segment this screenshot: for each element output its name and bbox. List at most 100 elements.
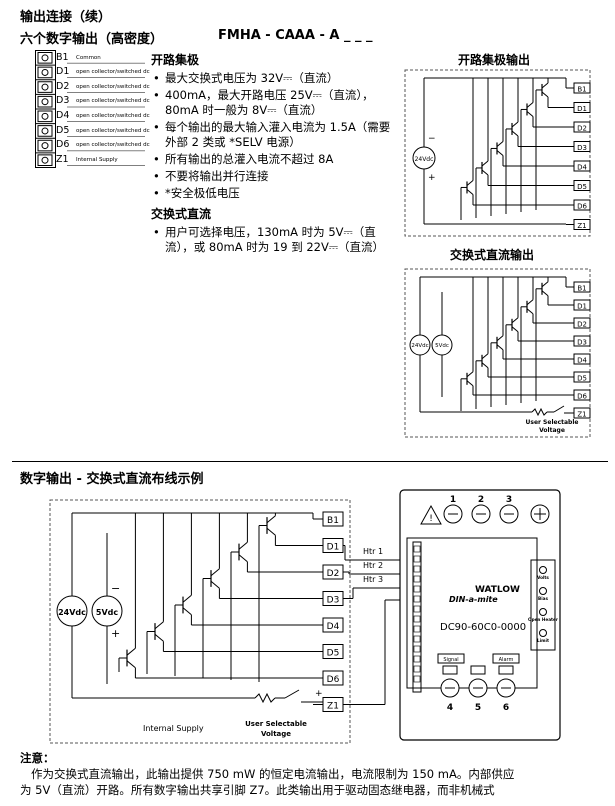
- terminal-desc: open collector/switched dc: [76, 98, 150, 105]
- page-title: 输出连接（续）: [20, 10, 112, 25]
- device-pin: [413, 625, 421, 633]
- switched-diagram-title: 交换式直流输出: [450, 248, 535, 262]
- sw-supply1-label: 24Vdc: [411, 343, 428, 349]
- device-label-box: [470, 665, 486, 675]
- terminal-box: [573, 407, 591, 419]
- device-model: DC90-60C0-0000: [440, 622, 526, 633]
- led-icon: [539, 587, 547, 595]
- sw-user-label2: Voltage: [539, 427, 565, 434]
- open-collector-section: 开路集极 最大交换式电压为 32V⎓（直流） 400mA，最大开路电压 25V⎓…: [151, 51, 391, 257]
- terminal-label: B1: [327, 516, 339, 526]
- terminal-label: D5: [577, 375, 587, 383]
- model-code: FMHA - CAAA - A _ _ _: [218, 28, 373, 43]
- led-label: Open Heater: [528, 617, 559, 622]
- terminal-desc: open collector/switched dc: [76, 142, 150, 149]
- terminal-screw: [37, 139, 53, 152]
- terminal-label: Z1: [56, 153, 69, 165]
- terminal-label: B1: [56, 51, 69, 63]
- terminal-screw: [37, 125, 53, 137]
- we-minus: −: [111, 582, 120, 595]
- device-pin: [413, 615, 421, 623]
- terminal-screw: [37, 81, 53, 93]
- wiring-example-title: 数字输出 - 交换式直流布线示例: [20, 472, 204, 487]
- terminal-label: Z1: [327, 702, 339, 712]
- open-collector-diagram-title: 开路集极输出: [458, 53, 531, 67]
- terminal-label: D6: [327, 675, 340, 685]
- terminal-desc: Common: [76, 54, 101, 61]
- device-pin: [413, 655, 421, 663]
- terminal-label: B1: [577, 86, 586, 94]
- terminal-screw-icon: [41, 112, 49, 120]
- device-label-box: [498, 665, 514, 675]
- oc-minus: −: [428, 134, 436, 144]
- terminal-label: D2: [327, 569, 340, 579]
- device-pin: [413, 595, 421, 603]
- switched-dc-bullets: 用户可选择电压，130mA 时为 5V⎓（直流），或 80mA 时为 19 到 …: [151, 225, 391, 255]
- heater-label: Htr 1: [363, 547, 383, 556]
- terminal-desc: open collector/switched dc: [76, 113, 150, 119]
- terminal-label: D3: [577, 144, 587, 152]
- terminal-screw: [37, 95, 53, 108]
- terminal-desc: Internal Supply: [76, 156, 118, 163]
- device-pin: [413, 675, 421, 683]
- terminal-label: D3: [327, 596, 340, 606]
- switched-dc-heading: 交换式直流: [151, 207, 212, 221]
- terminal-screw-icon: [41, 142, 49, 150]
- we-user-label2: Voltage: [261, 730, 291, 738]
- plus-sign: +: [315, 689, 323, 699]
- terminal-label: D4: [327, 622, 340, 632]
- terminal-label: D6: [577, 393, 587, 401]
- terminal-desc: open collector/switched dc: [76, 127, 150, 134]
- sw-user-label1: User Selectable: [526, 419, 579, 426]
- led-label: Bias: [538, 596, 548, 601]
- terminal-label: D2: [577, 125, 587, 133]
- terminal-label: D6: [56, 139, 70, 151]
- terminal-box: [573, 299, 591, 311]
- terminal-screw-icon: [41, 127, 49, 135]
- terminal-label: D5: [327, 649, 340, 659]
- oc-bullet: 每个输出的最大输入灌入电流为 1.5A（需要外部 2 类或 *SELV 电源）: [151, 120, 391, 150]
- terminal-label: D2: [577, 321, 587, 329]
- device-pin: [413, 575, 421, 583]
- section-divider: [12, 461, 608, 462]
- terminal-box: [573, 317, 591, 329]
- terminal-screw: [37, 66, 53, 79]
- oc-plus: +: [428, 173, 436, 183]
- device-pin: [413, 605, 421, 613]
- device-signal: Signal: [443, 657, 458, 663]
- terminal-box: [573, 102, 591, 113]
- terminal-box: [573, 141, 591, 152]
- led-icon: [539, 566, 547, 574]
- terminal-screw-icon: [41, 98, 49, 106]
- note-line-1: 作为交换式直流输出，此输出提供 750 mW 的恒定电流输出，电流限制为 150…: [31, 767, 515, 781]
- device-terminal-number: 4: [447, 703, 453, 713]
- terminal-box: [573, 121, 591, 133]
- svg-text:!: !: [429, 514, 433, 524]
- device-terminal-number: 1: [450, 495, 456, 505]
- terminal-label: D3: [56, 95, 70, 107]
- open-collector-heading: 开路集极: [151, 53, 200, 67]
- led-label: Limit: [537, 638, 549, 643]
- terminal-screw-icon: [41, 156, 49, 164]
- terminal-label: D4: [577, 357, 587, 365]
- device-terminal-number: 5: [475, 703, 481, 713]
- heater-label: Htr 3: [363, 575, 383, 584]
- terminal-box: [573, 335, 591, 347]
- device-pin: [413, 585, 421, 593]
- terminal-box: [573, 389, 591, 401]
- terminal-screw: [37, 52, 53, 64]
- terminal-box: [573, 371, 591, 383]
- device-terminal-number: 6: [503, 703, 509, 713]
- we-internal-supply: Internal Supply: [143, 724, 204, 733]
- open-collector-bullets: 最大交换式电压为 32V⎓（直流） 400mA，最大开路电压 25V⎓（直流），…: [151, 71, 391, 201]
- terminal-box: [573, 281, 591, 293]
- terminal-screw-icon: [41, 54, 49, 62]
- we-user-label1: User Selectable: [245, 720, 307, 728]
- terminal-label: D4: [56, 110, 70, 121]
- led-icon: [539, 629, 547, 637]
- we-supply2-label: 5Vdc: [96, 608, 118, 617]
